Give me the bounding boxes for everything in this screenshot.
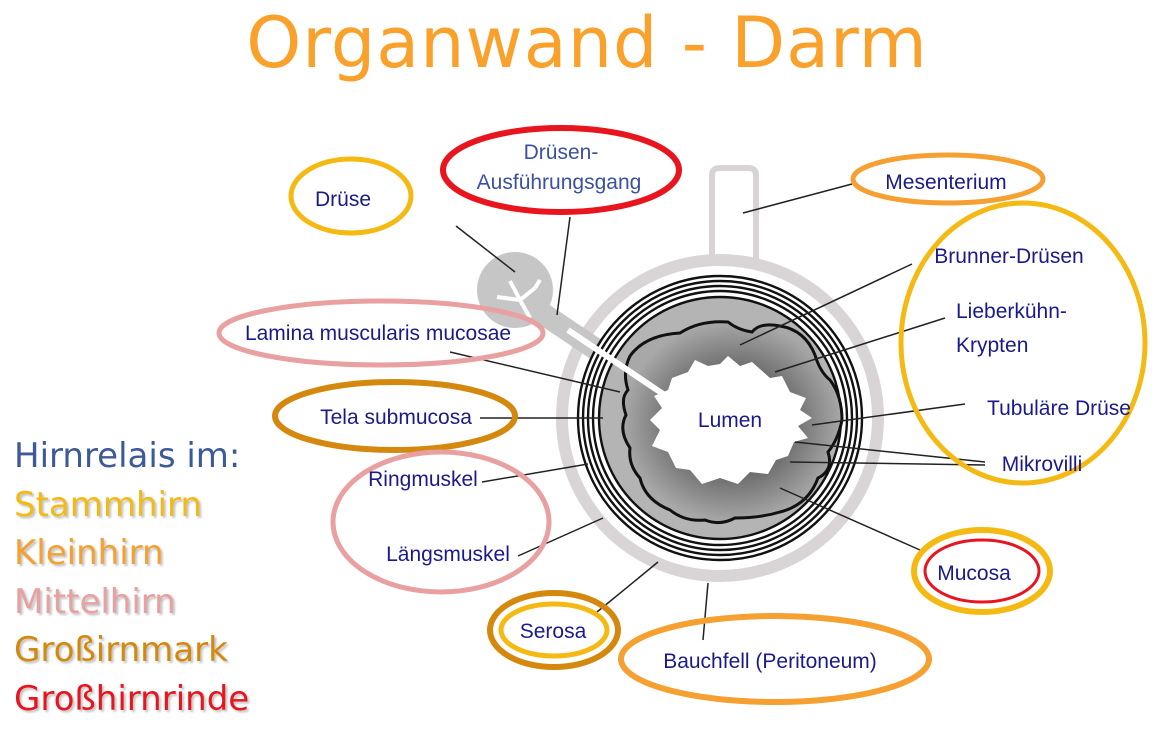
label-tela-submucosa: Tela submucosa — [320, 406, 472, 429]
mucosa-outer-ellipse — [911, 527, 1053, 615]
label-ringmuskel: Ringmuskel — [368, 468, 478, 491]
label-tubulaere-druese: Tubuläre Drüse — [987, 397, 1131, 420]
druese-ellipse — [288, 156, 414, 236]
ausfuehrungsgang-ellipse — [440, 125, 682, 215]
label-mesenterium: Mesenterium — [885, 171, 1006, 194]
legend-item-grosshirnmark: Großirnmark — [14, 630, 228, 670]
legend-item-kleinhirn: Kleinhirn — [14, 533, 164, 573]
label-lieberkuehn-line1: Lieberkühn- — [956, 300, 1067, 323]
tela-ellipse — [272, 379, 518, 453]
lumen-shape — [650, 356, 812, 484]
serosa-inner-ellipse — [498, 601, 610, 659]
leader-lines — [449, 183, 986, 641]
mesenterium-ellipse — [850, 152, 1046, 206]
label-lumen: Lumen — [698, 409, 762, 432]
label-ausfuehrungsgang-line2: Ausführungsgang — [477, 171, 642, 194]
label-ausfuehrungsgang-line1: Drüsen- — [524, 141, 599, 164]
label-serosa: Serosa — [520, 620, 587, 643]
label-laengsmuskel: Längsmuskel — [386, 543, 510, 566]
label-brunner-druesen: Brunner-Drüsen — [934, 245, 1083, 268]
legend-item-stammhirn: Stammhirn — [14, 484, 202, 525]
label-mikrovilli: Mikrovilli — [1002, 453, 1083, 476]
bauchfell-ellipse — [618, 613, 932, 705]
page-title: Organwand - Darm — [246, 2, 928, 84]
legend: Hirnrelais im: Stammhirn Kleinhirn Mitte… — [14, 432, 249, 723]
mucosa-inner-ellipse — [923, 538, 1041, 604]
lamina-ellipse — [216, 298, 546, 368]
duct-channel — [566, 327, 674, 403]
mucosa-group-ellipse — [898, 200, 1148, 486]
legend-heading: Hirnrelais im: — [14, 436, 241, 476]
label-bauchfell: Bauchfell (Peritoneum) — [663, 650, 877, 673]
legend-item-grosshirnrinde: Großhirnrinde — [14, 678, 250, 719]
serosa-outer-ellipse — [487, 590, 621, 670]
label-mucosa: Mucosa — [937, 562, 1011, 585]
muskel-ellipse — [330, 449, 552, 595]
legend-item-mittelhirn: Mittelhirn — [14, 581, 176, 622]
mesentery-stalk — [709, 165, 759, 262]
label-lieberkuehn-line2: Krypten — [956, 334, 1028, 357]
label-lamina-muscularis: Lamina muscularis mucosae — [245, 322, 511, 345]
label-druese: Drüse — [315, 188, 371, 211]
